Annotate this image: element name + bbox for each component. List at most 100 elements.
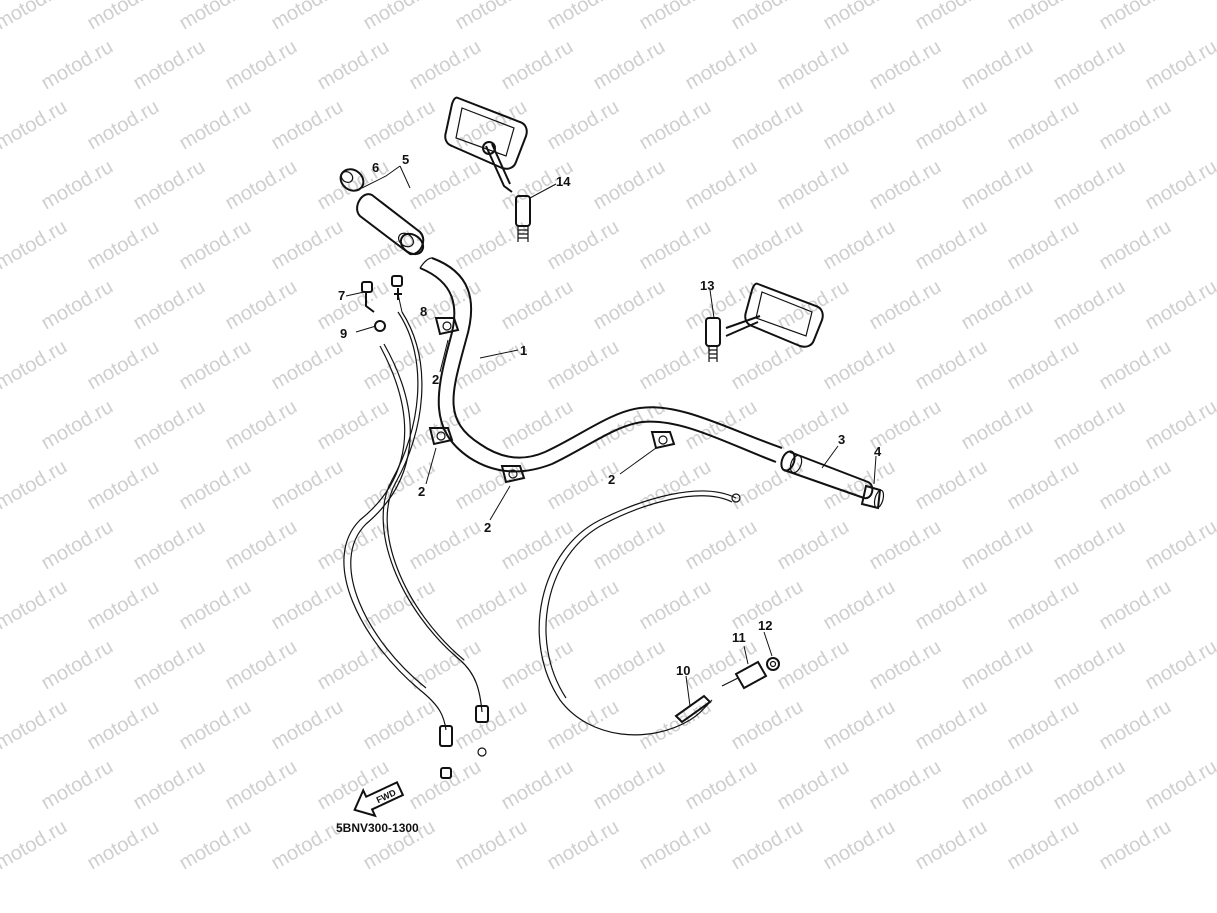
- cable-adjuster: [721, 657, 780, 690]
- callout-7: 7: [338, 288, 345, 303]
- callout-5: 5: [402, 152, 409, 167]
- callout-10: 10: [676, 663, 690, 678]
- handlebar: [419, 257, 783, 473]
- watermark-text: motod.ru: [0, 96, 71, 155]
- watermark-text: motod.ru: [406, 516, 485, 575]
- watermark-text: motod.ru: [1050, 636, 1129, 695]
- watermark-text: motod.ru: [682, 36, 761, 95]
- callout-11: 11: [732, 630, 746, 645]
- watermark-text: motod.ru: [728, 0, 807, 34]
- watermark-text: motod.ru: [636, 816, 715, 875]
- watermark-text: motod.ru: [590, 156, 669, 215]
- watermark-text: motod.ru: [268, 336, 347, 395]
- watermark-text: motod.ru: [314, 636, 393, 695]
- watermark-text: motod.ru: [958, 36, 1037, 95]
- watermark-text: motod.ru: [1096, 816, 1175, 875]
- watermark-text: motod.ru: [774, 156, 853, 215]
- watermark-text: motod.ru: [1050, 756, 1129, 815]
- watermark-text: motod.ru: [38, 756, 117, 815]
- watermark-text: motod.ru: [222, 156, 301, 215]
- watermark-text: motod.ru: [1050, 36, 1129, 95]
- callout-9: 9: [340, 326, 347, 341]
- watermark-text: motod.ru: [176, 696, 255, 755]
- watermark-text: motod.ru: [820, 336, 899, 395]
- watermark-text: motod.ru: [1096, 576, 1175, 635]
- left-grip-end: [339, 168, 365, 192]
- watermark-text: motod.ru: [452, 456, 531, 515]
- watermark-text: motod.ru: [360, 336, 439, 395]
- watermark-text: motod.ru: [176, 216, 255, 275]
- watermark-text: motod.ru: [912, 0, 991, 34]
- watermark-text: motod.ru: [1050, 516, 1129, 575]
- watermark-text: motod.ru: [636, 216, 715, 275]
- watermark-text: motod.ru: [912, 216, 991, 275]
- watermark-text: motod.ru: [636, 696, 715, 755]
- watermark-text: motod.ru: [590, 756, 669, 815]
- watermark-text: motod.ru: [176, 576, 255, 635]
- choke-cable: [538, 490, 741, 736]
- watermark-text: motod.ru: [0, 816, 71, 875]
- watermark-text: motod.ru: [1096, 216, 1175, 275]
- watermark-text: motod.ru: [1142, 36, 1217, 95]
- watermark-text: motod.ru: [268, 216, 347, 275]
- watermark-text: motod.ru: [38, 36, 117, 95]
- watermark-text: motod.ru: [590, 276, 669, 335]
- watermark-text: motod.ru: [1142, 756, 1217, 815]
- watermark-text: motod.ru: [1096, 0, 1175, 34]
- watermark-text: motod.ru: [1096, 96, 1175, 155]
- watermark-text: motod.ru: [314, 156, 393, 215]
- watermark-text: motod.ru: [866, 156, 945, 215]
- mirror-right: [705, 282, 824, 362]
- watermark-text: motod.ru: [912, 576, 991, 635]
- callout-14: 14: [556, 174, 571, 189]
- watermark-text: motod.ru: [820, 216, 899, 275]
- watermark-text: motod.ru: [636, 96, 715, 155]
- watermark-text: motod.ru: [0, 336, 71, 395]
- watermark-text: motod.ru: [866, 756, 945, 815]
- watermark-text: motod.ru: [84, 816, 163, 875]
- watermark-text: motod.ru: [958, 396, 1037, 455]
- watermark-text: motod.ru: [544, 216, 623, 275]
- diagram-code: 5BNV300-1300: [336, 821, 419, 835]
- watermark-text: motod.ru: [268, 696, 347, 755]
- watermark-text: motod.ru: [176, 816, 255, 875]
- watermark-text: motod.ru: [912, 696, 991, 755]
- watermark-text: motod.ru: [84, 696, 163, 755]
- watermark-text: motod.ru: [452, 816, 531, 875]
- watermark-text: motod.ru: [820, 456, 899, 515]
- watermark-text: motod.ru: [84, 576, 163, 635]
- watermark-text: motod.ru: [0, 0, 71, 34]
- watermark-text: motod.ru: [314, 276, 393, 335]
- watermark-text: motod.ru: [38, 636, 117, 695]
- watermark-text: motod.ru: [912, 456, 991, 515]
- watermark-text: motod.ru: [1096, 696, 1175, 755]
- watermark-text: motod.ru: [1004, 696, 1083, 755]
- watermark-text: motod.ru: [1142, 396, 1217, 455]
- callout-3: 3: [838, 432, 845, 447]
- watermark-text: motod.ru: [38, 276, 117, 335]
- left-grip: [356, 193, 425, 256]
- watermark-text: motod.ru: [222, 36, 301, 95]
- watermark-text: motod.ru: [774, 636, 853, 695]
- watermark-text: motod.ru: [176, 96, 255, 155]
- watermark-text: motod.ru: [1004, 576, 1083, 635]
- watermark-text: motod.ru: [958, 636, 1037, 695]
- watermark-text: motod.ru: [498, 36, 577, 95]
- watermark-text: motod.ru: [452, 336, 531, 395]
- watermark-text: motod.ru: [498, 396, 577, 455]
- watermark-text: motod.ru: [268, 576, 347, 635]
- watermark-text: motod.ru: [682, 516, 761, 575]
- watermark-text: motod.ru: [452, 0, 531, 34]
- watermark-text: motod.ru: [820, 576, 899, 635]
- watermark-text: motod.ru: [176, 336, 255, 395]
- watermark-text: motod.ru: [360, 96, 439, 155]
- watermark-text: motod.ru: [866, 36, 945, 95]
- watermark-text: motod.ru: [544, 576, 623, 635]
- watermark-text: motod.ru: [406, 36, 485, 95]
- watermark-text: motod.ru: [0, 576, 71, 635]
- throttle-cables: [343, 311, 489, 779]
- callout-8: 8: [420, 304, 427, 319]
- callout-1: 1: [520, 343, 527, 358]
- callout-2-middle: 2: [418, 484, 425, 499]
